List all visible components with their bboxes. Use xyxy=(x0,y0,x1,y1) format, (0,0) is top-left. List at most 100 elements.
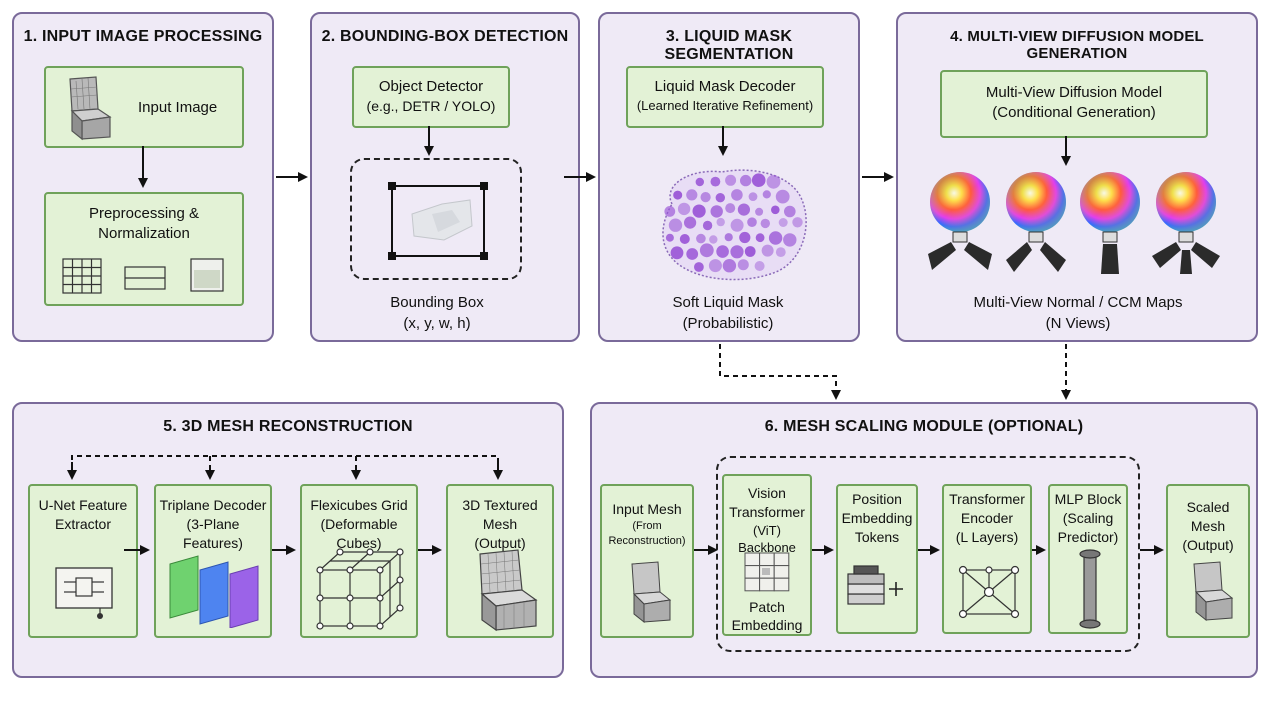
mask-blob xyxy=(668,218,683,232)
panel-mesh-scaling-module: 6. MESH SCALING MODULE (OPTIONAL) Input … xyxy=(590,402,1258,678)
mask-blob xyxy=(737,203,750,216)
input-mesh-label: Input Mesh xyxy=(612,501,682,517)
unet-extractor-box: U-Net Feature Extractor xyxy=(28,484,138,638)
panel-title: 4. MULTI-VIEW DIFFUSION MODEL GENERATION xyxy=(950,28,1204,62)
soft-liquid-mask-icon xyxy=(662,169,807,281)
scaled-mesh-sub-label: (Output) xyxy=(1182,536,1234,553)
patch-label-line2: Embedding xyxy=(731,617,803,633)
mask-blob xyxy=(679,234,690,244)
bbox-caption-line1: Bounding Box xyxy=(390,294,484,311)
panel-input-image-processing: 1. INPUT IMAGE PROCESSING Input Image Pr… xyxy=(12,12,274,342)
diffusion-model-label: Multi-View Diffusion Model xyxy=(985,84,1163,101)
mask-blob xyxy=(748,192,758,201)
input-mesh-sub-label: (From Reconstruction) xyxy=(608,519,686,547)
mask-blob xyxy=(766,174,781,189)
mask-blob xyxy=(747,217,757,227)
mask-blob xyxy=(684,216,697,229)
bbox-caption-line2: (x, y, w, h) xyxy=(403,315,471,332)
panel-bounding-box-detection: 2. BOUNDING-BOX DETECTION Object Detecto… xyxy=(310,12,580,342)
circuit-icon xyxy=(55,567,113,619)
object-detector-box: Object Detector (e.g., DETR / YOLO) xyxy=(352,66,510,128)
mask-blob xyxy=(755,207,764,216)
mask-blob xyxy=(686,189,698,201)
scaled-mesh-box: Scaled Mesh (Output) xyxy=(1166,484,1250,638)
scaled-mesh-label: Scaled Mesh xyxy=(1186,499,1230,534)
mask-blob xyxy=(694,262,704,272)
mask-blob xyxy=(744,246,756,257)
multi-view-spheres xyxy=(928,172,1220,274)
mask-blob xyxy=(755,233,765,243)
panel-multi-view-diffusion: 4. MULTI-VIEW DIFFUSION MODEL GENERATION… xyxy=(896,12,1258,342)
mask-blob xyxy=(768,231,783,245)
patch-label-line1: Patch xyxy=(749,599,785,615)
vit-label-line2: Transformer xyxy=(729,503,805,520)
mask-blob xyxy=(771,205,780,215)
mask-blob xyxy=(778,218,788,227)
position-label-line1: Position xyxy=(852,491,902,507)
multi-view-maps-caption: Multi-View Normal / CCM Maps (N Views) xyxy=(928,292,1228,334)
bounding-box-icon xyxy=(388,182,488,260)
transformer-encoder-box: Transformer Encoder (L Layers) xyxy=(942,484,1032,634)
mask-blob xyxy=(762,190,771,199)
mask-blob xyxy=(754,261,765,271)
flexicubes-grid-box: Flexicubes Grid (Deformable Cubes) xyxy=(300,484,418,638)
mask-blob xyxy=(775,189,790,204)
maps-caption-line2: (N Views) xyxy=(1045,315,1111,332)
position-embedding-box: Position Embedding Tokens xyxy=(836,484,918,634)
object-detector-examples: (e.g., DETR / YOLO) xyxy=(366,98,496,115)
panel-title: 6. MESH SCALING MODULE (OPTIONAL) xyxy=(764,418,1084,435)
textured-label-line2: (Output) xyxy=(474,534,526,551)
mesh-chair-icon xyxy=(479,549,538,632)
chair-icon xyxy=(69,76,112,141)
decoder-sub-label: (Learned Iterative Refinement) xyxy=(636,98,814,114)
frame-icon xyxy=(190,258,224,292)
mlp-label-line3: Predictor) xyxy=(1057,528,1119,545)
scaled-mesh-chair-icon xyxy=(1193,561,1234,622)
mask-blob xyxy=(730,218,744,232)
mask-blob xyxy=(710,205,723,218)
mask-blob xyxy=(737,259,749,271)
mask-blob xyxy=(725,174,737,186)
mask-blob xyxy=(761,244,774,257)
mask-blob xyxy=(710,176,721,187)
encoder-label-line1: Transformer xyxy=(949,491,1025,507)
panel-title: 3. LIQUID MASK SEGMENTATION xyxy=(664,28,794,63)
object-detector-label: Object Detector xyxy=(378,78,484,95)
mask-blob xyxy=(740,174,752,187)
mask-blob xyxy=(709,235,718,244)
dashed-mask-to-scaling xyxy=(719,344,841,400)
mask-blob xyxy=(716,217,725,227)
flexicubes-label-line1: Flexicubes Grid xyxy=(310,497,408,513)
mask-blob xyxy=(670,246,684,260)
mask-blob xyxy=(700,192,711,203)
triplane-planes-icon xyxy=(169,555,259,628)
triplane-decoder-box: Triplane Decoder (3-Plane Features) xyxy=(154,484,272,638)
textured-label-line1: 3D Textured Mesh xyxy=(462,497,538,532)
panel-title: 2. BOUNDING-BOX DETECTION xyxy=(321,28,569,45)
view-3 xyxy=(1080,172,1140,274)
input-image-label: Input Image xyxy=(138,99,218,116)
mask-blob xyxy=(716,245,729,258)
mask-blob xyxy=(775,247,786,257)
mask-blob xyxy=(677,202,691,216)
mask-blob xyxy=(695,177,704,187)
mask-blob xyxy=(722,259,737,273)
bounding-box-caption: Bounding Box (x, y, w, h) xyxy=(342,292,532,334)
view-2 xyxy=(1006,172,1066,272)
mlp-block-box: MLP Block (Scaling Predictor) xyxy=(1048,484,1128,634)
triplane-label-line2: (3-Plane Features) xyxy=(183,515,243,551)
input-image-box: Input Image xyxy=(44,66,244,148)
vit-backbone-box: Vision Transformer (ViT) Backbone Patch … xyxy=(722,474,812,636)
mask-blob xyxy=(708,259,722,273)
position-label-line3: Tokens xyxy=(854,528,900,545)
mask-blob xyxy=(730,245,744,259)
cube-grid-icon xyxy=(316,548,404,630)
mask-blob xyxy=(664,206,676,217)
mask-caption-line1: Soft Liquid Mask xyxy=(672,294,784,311)
soft-mask-caption: Soft Liquid Mask (Probabilistic) xyxy=(630,292,826,334)
mlp-label-line2: (Scaling xyxy=(1062,509,1114,526)
position-label-line2: Embedding xyxy=(841,509,913,526)
textured-mesh-box: 3D Textured Mesh (Output) xyxy=(446,484,554,638)
mask-blob xyxy=(724,233,733,242)
patch-grid-icon xyxy=(744,552,790,592)
